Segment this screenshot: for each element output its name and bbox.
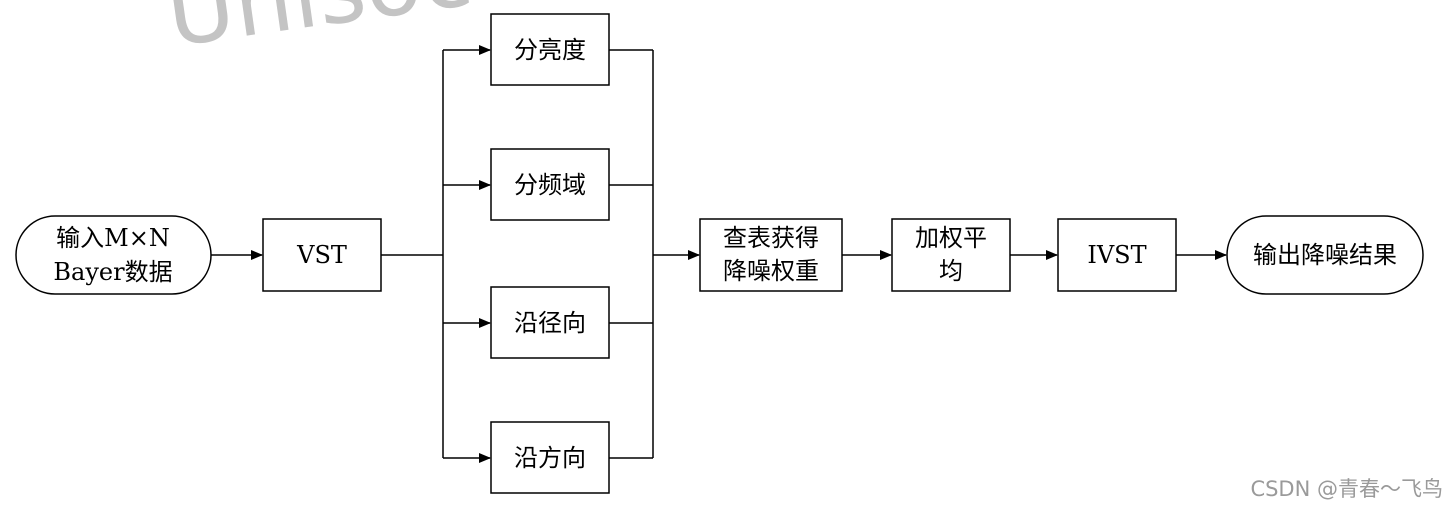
- lookup-box: 查表获得 降噪权重: [699, 218, 843, 292]
- lookup-label-line1: 查表获得: [723, 224, 819, 252]
- input-label-line1: 输入M×N: [56, 224, 170, 252]
- input-label-line2: Bayer数据: [53, 258, 172, 286]
- branch-brightness-box: 分亮度: [490, 13, 610, 86]
- branch-frequency-label: 分频域: [514, 171, 586, 199]
- csdn-credit: CSDN @青春～飞鸟: [1250, 477, 1443, 501]
- branch-direction-label: 沿方向: [514, 444, 586, 472]
- branch-direction-box: 沿方向: [490, 421, 610, 494]
- weighted-average-box: 加权平 均: [891, 218, 1011, 292]
- output-terminal: 输出降噪结果: [1226, 215, 1424, 295]
- input-terminal: 输入M×N Bayer数据: [15, 215, 212, 295]
- vst-label: VST: [296, 241, 347, 269]
- branch-frequency-box: 分频域: [490, 148, 610, 221]
- branch-radial-label: 沿径向: [514, 309, 586, 337]
- weighted-average-label-line2: 均: [939, 257, 963, 285]
- vst-box: VST: [262, 218, 382, 292]
- branch-brightness-label: 分亮度: [514, 36, 586, 64]
- connectors: [211, 45, 1227, 463]
- ivst-box: IVST: [1057, 218, 1177, 292]
- output-label: 输出降噪结果: [1253, 241, 1397, 269]
- branch-radial-box: 沿径向: [490, 286, 610, 359]
- weighted-average-label-line1: 加权平: [915, 224, 987, 252]
- ivst-label: IVST: [1087, 241, 1146, 269]
- lookup-label-line2: 降噪权重: [723, 257, 819, 285]
